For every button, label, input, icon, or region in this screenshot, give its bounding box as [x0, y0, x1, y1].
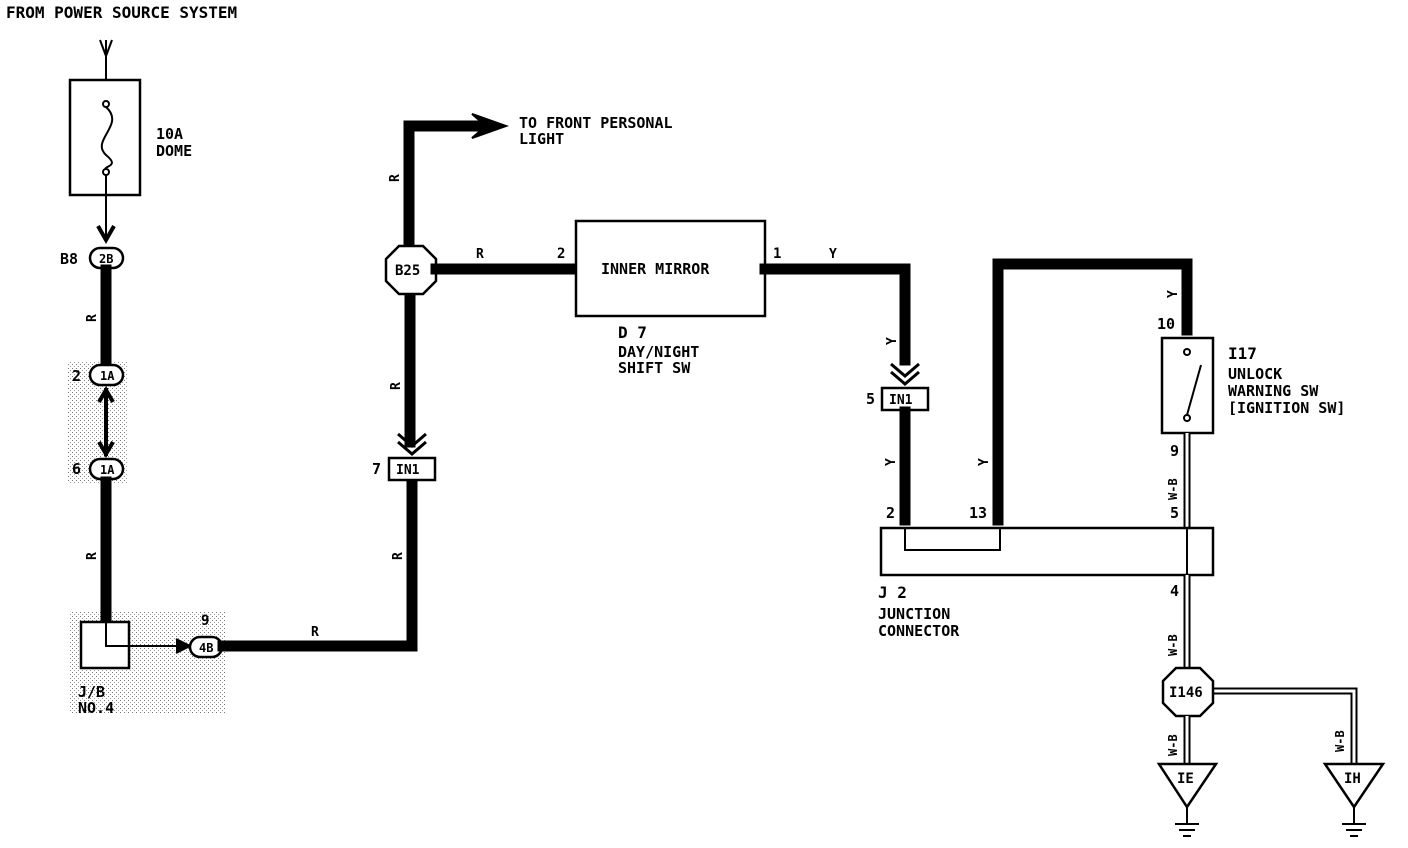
wire-color-label: R: [85, 314, 100, 322]
source-title: FROM POWER SOURCE SYSTEM: [6, 3, 237, 22]
jb-link-arrow-up-icon: [97, 386, 115, 404]
switch-icon: [1186, 364, 1202, 416]
junction-id: J 2: [878, 583, 907, 602]
wire-wb-to-ih-inner: [1212, 689, 1356, 764]
jb-pin-9-label: 9: [201, 613, 209, 629]
wire-mirror-to-in1: [759, 263, 911, 366]
in1-right-arrowhead2-icon: [890, 370, 920, 386]
connector-i146: [1161, 666, 1215, 718]
wire-color-label: W-B: [1333, 730, 1347, 752]
ground-ih-label: IH: [1344, 771, 1361, 787]
jb-pin-6-label: 6: [72, 460, 81, 478]
wire-color-label: R: [311, 625, 319, 640]
in1-left-pin-label: 7: [372, 460, 381, 478]
wire-color-label: Y: [1166, 290, 1181, 298]
wire-color-label: Y: [977, 458, 992, 466]
junction-pin-5-label: 5: [1170, 504, 1179, 522]
junction-pin-4-label: 4: [1170, 582, 1179, 600]
jb-link-arrow-down-icon: [97, 440, 115, 458]
switch-pin-bottom-label: 9: [1170, 442, 1179, 460]
junction-internal-link-a: [904, 528, 1001, 551]
ground-ih-icon: [1342, 823, 1366, 837]
fuse-arrowhead-icon: [96, 225, 116, 245]
wire-color-label: Y: [884, 458, 899, 466]
wire-color-label: Y: [885, 337, 900, 345]
ground-ih-triangle: [1322, 762, 1386, 810]
connector-1a-bottom-label: 1A: [100, 463, 115, 477]
connector-b25-label: B25: [395, 263, 420, 279]
junction-desc-line1: JUNCTION: [878, 605, 950, 623]
switch-id: I17: [1228, 344, 1257, 363]
switch-desc-line2: WARNING SW: [1228, 382, 1319, 400]
wire-color-label: R: [388, 174, 403, 182]
connector-b25: [384, 244, 438, 296]
junction-pin-2-label: 2: [886, 504, 895, 522]
wire-color-label: Y: [829, 247, 837, 262]
switch-contact-bottom: [1183, 414, 1191, 422]
destination-line1: TO FRONT PERSONAL: [519, 114, 673, 132]
fuse-terminal-top: [102, 100, 110, 108]
wire-junction-to-switch: [992, 258, 1193, 526]
connector-i146-label: I146: [1169, 685, 1203, 701]
connector-2b-label: 2B: [99, 252, 113, 266]
connector-1a-top-label: 1A: [100, 369, 115, 383]
switch-desc-line3: [IGNITION SW]: [1228, 399, 1345, 417]
connector-in1-left: [387, 456, 437, 482]
switch-desc-line1: UNLOCK: [1228, 365, 1282, 383]
wire-color-label: W-B: [1166, 734, 1180, 756]
mirror-desc-line2: SHIFT SW: [618, 359, 691, 377]
fuse-terminal-bottom: [102, 168, 110, 176]
fuse-icon: [100, 106, 114, 173]
in1-right-arrowhead-icon: [890, 362, 920, 378]
mirror-id: D 7: [618, 323, 647, 342]
junction-pin-13-label: 13: [969, 504, 987, 522]
fuse-rating: 10A: [156, 125, 183, 143]
switch-pin-top-label: 10: [1157, 315, 1175, 333]
ground-ie-label: IE: [1177, 771, 1194, 787]
in1-right-pin-label: 5: [866, 390, 875, 408]
junction-connector-box: [879, 526, 1215, 577]
mirror-pin-out-label: 1: [773, 246, 781, 262]
wire-color-label: R: [85, 552, 100, 560]
in1-left-arrowhead2-icon: [397, 440, 427, 456]
switch-contact-top: [1183, 348, 1191, 356]
connector-in1-left-label: IN1: [396, 463, 420, 478]
wire-color-label: R: [389, 382, 404, 390]
jb-label-line2: NO.4: [78, 699, 114, 717]
jb-pin-2-label: 2: [72, 367, 81, 385]
fuse-name: DOME: [156, 142, 192, 160]
connector-b8-label: B8: [60, 250, 78, 268]
jb-label-line1: J/B: [78, 683, 105, 701]
connector-1a-top: [88, 363, 125, 387]
source-arrowhead-icon: [99, 39, 113, 59]
wire-color-label: W-B: [1166, 634, 1180, 656]
mirror-desc-line1: DAY/NIGHT: [618, 343, 699, 361]
front-light-arrow-icon: [471, 113, 510, 139]
wire-color-label: R: [391, 552, 406, 560]
wire-wb-to-ih: [1212, 687, 1358, 764]
junction-desc-line2: CONNECTOR: [878, 622, 960, 640]
ground-ie-icon: [1175, 823, 1199, 837]
ground-ie-triangle: [1156, 762, 1219, 810]
connector-in1-right-label: IN1: [889, 393, 913, 408]
wire-color-label: W-B: [1166, 478, 1180, 500]
jb-internal-route: [105, 622, 180, 647]
connector-4b-label: 4B: [199, 641, 213, 655]
wire-color-label: R: [476, 247, 484, 262]
wire-bottom-r: [217, 476, 418, 652]
destination-line2: LIGHT: [519, 130, 564, 148]
mirror-pin-in-label: 2: [557, 246, 565, 262]
inner-mirror-title: INNER MIRROR: [601, 260, 710, 278]
wire-to-front-light: [403, 120, 486, 254]
